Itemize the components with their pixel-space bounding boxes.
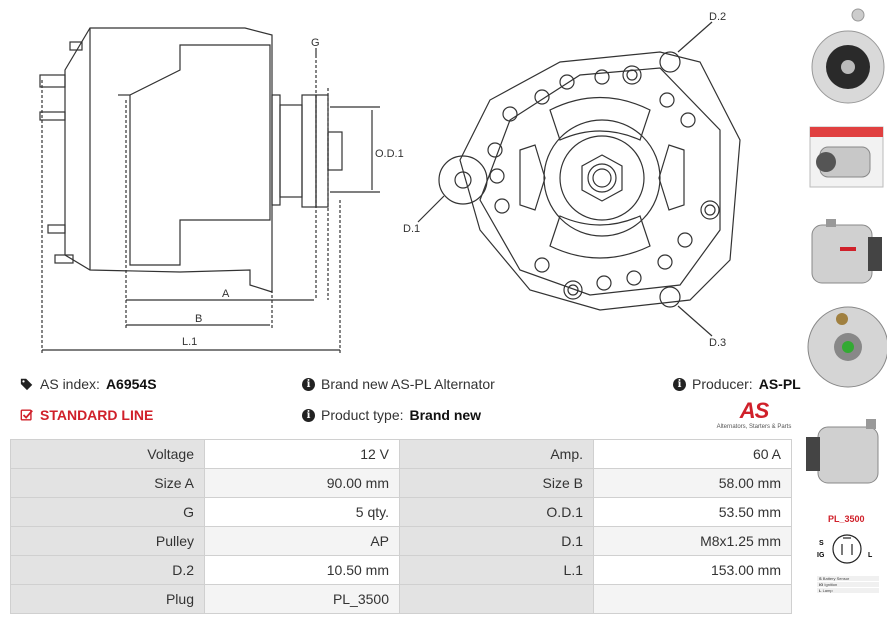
pin-s: S (819, 540, 824, 547)
as-pl-logo: AS Alternators, Starters & Parts (715, 398, 793, 434)
as-index-label: AS index: (40, 376, 100, 392)
thumbnail-rear[interactable] (806, 297, 887, 402)
thumbnail-side[interactable] (806, 207, 887, 312)
logo-mark: AS (739, 398, 770, 423)
label-d2: D.2 (709, 11, 726, 23)
spec-label: Pulley (10, 526, 205, 556)
spec-table: Voltage 12 V Amp. 60 A Size A 90.00 mm S… (10, 439, 792, 614)
label-b: B (195, 313, 202, 325)
spec-label: Size B (399, 468, 594, 498)
producer: i Producer: AS-PL (673, 376, 801, 392)
legend-row: S Battery Sensor (817, 576, 879, 582)
legend-row: IG Ignition (817, 582, 879, 588)
label-g: G (311, 37, 320, 49)
spec-value (593, 584, 792, 614)
thumbnail-box[interactable] (806, 117, 887, 222)
table-row: Voltage 12 V Amp. 60 A (10, 439, 792, 469)
spec-value: 12 V (204, 439, 400, 469)
product-type-label: Product type: (321, 407, 404, 423)
spec-label: G (10, 497, 205, 527)
spec-value: 153.00 mm (593, 555, 792, 585)
spec-label: D.1 (399, 526, 594, 556)
table-row: Pulley AP D.1 M8x1.25 mm (10, 526, 792, 556)
check-square-icon (20, 409, 33, 421)
spec-value: M8x1.25 mm (593, 526, 792, 556)
legend-code: L (819, 588, 822, 593)
thumbnail-front[interactable] (806, 5, 887, 110)
spec-label: O.D.1 (399, 497, 594, 527)
standard-line: STANDARD LINE (20, 407, 153, 423)
as-index: AS index: A6954S (20, 376, 157, 392)
label-l1: L.1 (182, 336, 197, 348)
table-row: D.2 10.50 mm L.1 153.00 mm (10, 555, 792, 585)
technical-drawing: G O.D.1 A B L.1 D.1 D.2 D.3 (39, 11, 741, 355)
legend-desc: Lamp (822, 588, 833, 593)
info-icon: i (673, 377, 686, 391)
spec-value: 60 A (593, 439, 792, 469)
spec-value: 90.00 mm (204, 468, 400, 498)
brand-info: i Brand new AS-PL Alternator (302, 376, 495, 392)
label-d3: D.3 (709, 337, 726, 349)
spec-label: Size A (10, 468, 205, 498)
spec-label: Voltage (10, 439, 205, 469)
plug-name: PL_3500 (828, 514, 865, 524)
label-d1: D.1 (403, 223, 420, 235)
spec-value: 5 qty. (204, 497, 400, 527)
legend-row: L Lamp (817, 588, 879, 594)
spec-value: PL_3500 (204, 584, 400, 614)
spec-value: 58.00 mm (593, 468, 792, 498)
spec-value: 53.50 mm (593, 497, 792, 527)
pin-ig: IG (817, 552, 825, 559)
as-index-value: A6954S (105, 376, 157, 392)
table-row: Plug PL_3500 (10, 584, 792, 614)
spec-label (399, 584, 594, 614)
legend-code: S (819, 576, 822, 581)
table-row: G 5 qty. O.D.1 53.50 mm (10, 497, 792, 527)
pin-l: L (868, 552, 873, 559)
spec-label: Plug (10, 584, 205, 614)
legend-desc: Ignition (824, 582, 838, 587)
legend-code: IG (819, 582, 824, 587)
standard-line-text: STANDARD LINE (40, 407, 154, 423)
spec-label: L.1 (399, 555, 594, 585)
legend-desc: Battery Sensor (822, 576, 850, 581)
logo-tagline: Alternators, Starters & Parts (716, 424, 792, 430)
tags-icon (20, 378, 33, 391)
thumbnail-side-2[interactable] (806, 405, 887, 510)
label-a: A (222, 288, 230, 300)
producer-value: AS-PL (758, 376, 801, 392)
brand-text: Brand new AS-PL Alternator (321, 376, 495, 392)
product-type-value: Brand new (409, 407, 482, 423)
info-icon: i (302, 408, 315, 422)
plug-legend: S Battery Sensor IG Ignition L Lamp (817, 576, 879, 594)
label-od1: O.D.1 (375, 148, 404, 160)
spec-value: 10.50 mm (204, 555, 400, 585)
producer-label: Producer: (692, 376, 753, 392)
product-type: i Product type: Brand new (302, 407, 481, 423)
spec-label: D.2 (10, 555, 205, 585)
info-icon: i (302, 377, 315, 391)
spec-value: AP (204, 526, 400, 556)
plug-connector-diagram: S IG L (817, 534, 873, 564)
table-row: Size A 90.00 mm Size B 58.00 mm (10, 468, 792, 498)
spec-label: Amp. (399, 439, 594, 469)
